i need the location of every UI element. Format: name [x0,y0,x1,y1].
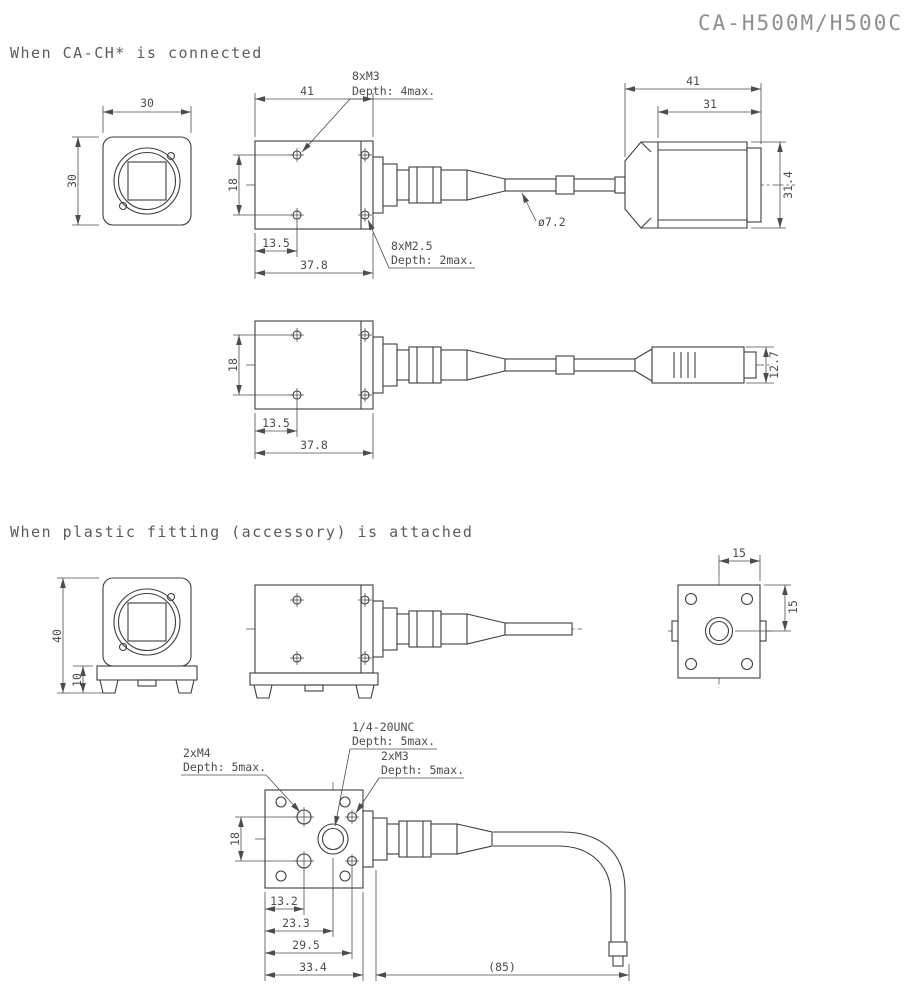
dim-body-width: 41 [300,84,314,98]
dim-hole-span: 18 [226,178,240,192]
dim-center-offset: 23.3 [282,916,310,930]
thread-note-m25: 8xM2.5 [391,239,433,253]
thread-note-m3: 8xM3 [352,69,380,83]
section2-heading: When plastic fitting (accessory) is atta… [10,523,473,541]
s2-front-view: 40 10 [50,577,198,694]
page-title: CA-H500M/H500C [698,11,903,35]
dim-m4-offset: 13.2 [270,894,298,908]
lens-barrel [362,810,493,868]
dim-hole-span: 18 [226,358,240,372]
dim-body-length: 37.8 [300,438,328,452]
curved-cable [493,831,628,967]
screw-holes [290,148,372,222]
lens-barrel [372,336,636,394]
dim-connector-profile-height: 12.7 [767,351,781,379]
plastic-fitting-foot [96,665,198,694]
dim-connector-height: 31.4 [781,171,795,199]
s2-bottom-view: 1/4-20UNC Depth: 5max. 2xM4 Depth: 5max.… [181,720,630,981]
s1-side-view-bottom: 12.7 18 13.5 37.8 [226,320,781,459]
dim-front-height: 30 [65,174,79,188]
plastic-fitting-foot [249,672,379,699]
dim-total-height: 40 [50,629,64,643]
dim-front-width: 30 [140,96,154,110]
dim-m3-offset: 29.5 [292,938,320,952]
thread-note-unc: 1/4-20UNC [352,720,414,734]
dim-body-length: 37.8 [300,258,328,272]
thread-note-m4-depth: Depth: 5max. [183,760,266,774]
section1-heading: When CA-CH* is connected [10,44,263,62]
s1-front-view: 30 30 [65,96,192,226]
lens-barrel [372,156,619,214]
thread-note-m3-depth: Depth: 4max. [352,84,435,98]
dim-cable-length: (85) [488,960,516,974]
dim-hole-offset: 13.5 [262,236,290,250]
cable-diameter-label: ø7.2 [538,215,566,229]
thread-note-unc-depth: Depth: 5max. [352,734,435,748]
dim-connector-inner: 31 [703,97,717,111]
screw-holes [290,593,372,665]
s1-connector-view: 41 31 31.4 [614,74,795,229]
s1-side-view: 41 8xM3 Depth: 4max. 18 13.5 37.8 8xM2.5… [226,69,795,279]
s2-side-view [246,584,582,699]
dim-fitting-width: 33.4 [299,960,327,974]
dim-mount-y: 15 [786,600,800,614]
dim-hole-offset: 13.5 [262,416,290,430]
dim-foot-height: 10 [70,673,84,687]
dim-connector-width: 41 [686,74,700,88]
thread-note-m3: 2xM3 [381,749,409,763]
s2-top-view: 15 15 [668,546,800,688]
connector-side-profile [634,346,757,384]
dim-hole-span: 18 [228,832,242,846]
screw-holes [290,328,372,402]
thread-note-m3-depth: Depth: 5max. [381,763,464,777]
thread-note-m25-depth: Depth: 2max. [391,253,474,267]
dim-mount-x: 15 [732,546,746,560]
thread-note-m4: 2xM4 [183,746,211,760]
lens-barrel [372,600,573,658]
